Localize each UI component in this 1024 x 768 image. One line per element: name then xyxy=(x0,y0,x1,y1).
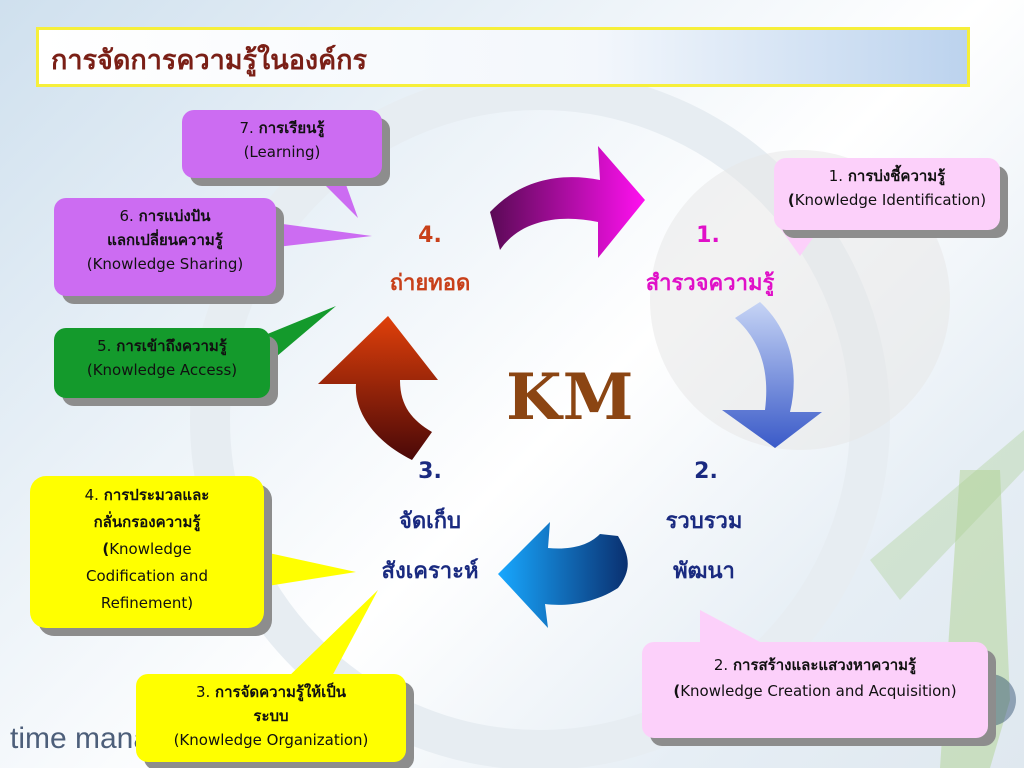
box-1-number: 1. xyxy=(828,167,844,185)
callout-box-2: 2. การสร้างและแสวงหาความรู้ (Knowledge C… xyxy=(642,642,988,738)
step-3-line1: จัดเก็บ xyxy=(399,509,461,534)
box-7-thai: การเรียนรู้ xyxy=(258,119,325,137)
step-1-label: สำรวจความรู้ xyxy=(645,271,775,296)
box-4-thai-2: กลั่นกรองความรู้ xyxy=(93,513,201,531)
callout-tail-1 xyxy=(780,228,820,256)
box-4-thai-1: การประมวลและ xyxy=(103,486,210,504)
box-6-thai-2: แลกเปลี่ยนความรู้ xyxy=(107,231,223,249)
box-6-number: 6. xyxy=(119,207,134,225)
callout-box-3: 3. การจัดความรู้ให้เป็น ระบบ (Knowledge … xyxy=(136,674,406,762)
callout-box-6: 6. การแบ่งปัน แลกเปลี่ยนความรู้ (Knowled… xyxy=(54,198,276,296)
callout-tail-3 xyxy=(285,590,378,680)
callout-tail-5 xyxy=(248,306,336,362)
step-3-number: 3. xyxy=(418,459,442,484)
callout-tail-2 xyxy=(700,610,760,642)
box-5-thai: การเข้าถึงความรู้ xyxy=(116,337,227,355)
callout-tail-6 xyxy=(268,222,372,248)
box-2-english-prefix: ( xyxy=(673,682,681,700)
box-4-number: 4. xyxy=(84,486,99,504)
box-1-english-prefix: ( xyxy=(787,191,795,209)
box-4-english-1: Knowledge xyxy=(109,540,192,558)
box-4-english-prefix: ( xyxy=(102,540,110,558)
arrow-right xyxy=(722,302,822,448)
box-1-thai: การบ่งชี้ความรู้ xyxy=(847,167,946,185)
box-1-english: Knowledge Identification) xyxy=(794,191,987,209)
km-center-label: KM xyxy=(506,360,635,435)
box-2-thai: การสร้างและแสวงหาความรู้ xyxy=(732,656,917,674)
box-3-thai-1: การจัดความรู้ให้เป็น xyxy=(215,683,347,701)
box-5-number: 5. xyxy=(97,337,112,355)
box-6-english: (Knowledge Sharing) xyxy=(86,255,244,273)
box-2-number: 2. xyxy=(713,656,729,674)
callout-box-5: 5. การเข้าถึงความรู้ (Knowledge Access) xyxy=(54,328,270,398)
step-3-line2: สังเคราะห์ xyxy=(381,559,479,584)
box-6-thai-1: การแบ่งปัน xyxy=(138,207,211,225)
box-3-english: (Knowledge Organization) xyxy=(173,731,369,749)
box-4-english-2: Codification and xyxy=(86,567,208,585)
title-bar: การจัดการความรู้ในองค์กร xyxy=(36,27,970,87)
step-2-number: 2. xyxy=(694,459,718,484)
step-2-line1: รวบรวม xyxy=(665,509,743,534)
box-3-number: 3. xyxy=(195,683,211,701)
box-3-thai-2: ระบบ xyxy=(253,707,289,725)
callout-box-4: 4. การประมวลและ กลั่นกรองความรู้ (Knowle… xyxy=(30,476,264,628)
arrow-left xyxy=(318,316,438,460)
arrow-bottom xyxy=(498,522,628,628)
step-4-label: ถ่ายทอด xyxy=(389,271,471,296)
page-title: การจัดการความรู้ในองค์กร xyxy=(51,45,368,76)
box-5-english: (Knowledge Access) xyxy=(86,361,238,379)
callout-box-1: 1. การบ่งชี้ความรู้ (Knowledge Identific… xyxy=(774,158,1000,230)
box-2-english: Knowledge Creation and Acquisition) xyxy=(680,682,957,700)
step-1-number: 1. xyxy=(696,223,720,248)
box-7-number: 7. xyxy=(239,119,254,137)
arrow-top xyxy=(490,146,645,258)
box-4-english-3: Refinement) xyxy=(100,594,194,612)
callout-tail-4 xyxy=(255,550,356,588)
callout-box-7: 7. การเรียนรู้ (Learning) xyxy=(182,110,382,178)
box-7-english: (Learning) xyxy=(243,143,321,161)
step-2-line2: พัฒนา xyxy=(673,559,735,584)
step-4-number: 4. xyxy=(418,223,442,248)
